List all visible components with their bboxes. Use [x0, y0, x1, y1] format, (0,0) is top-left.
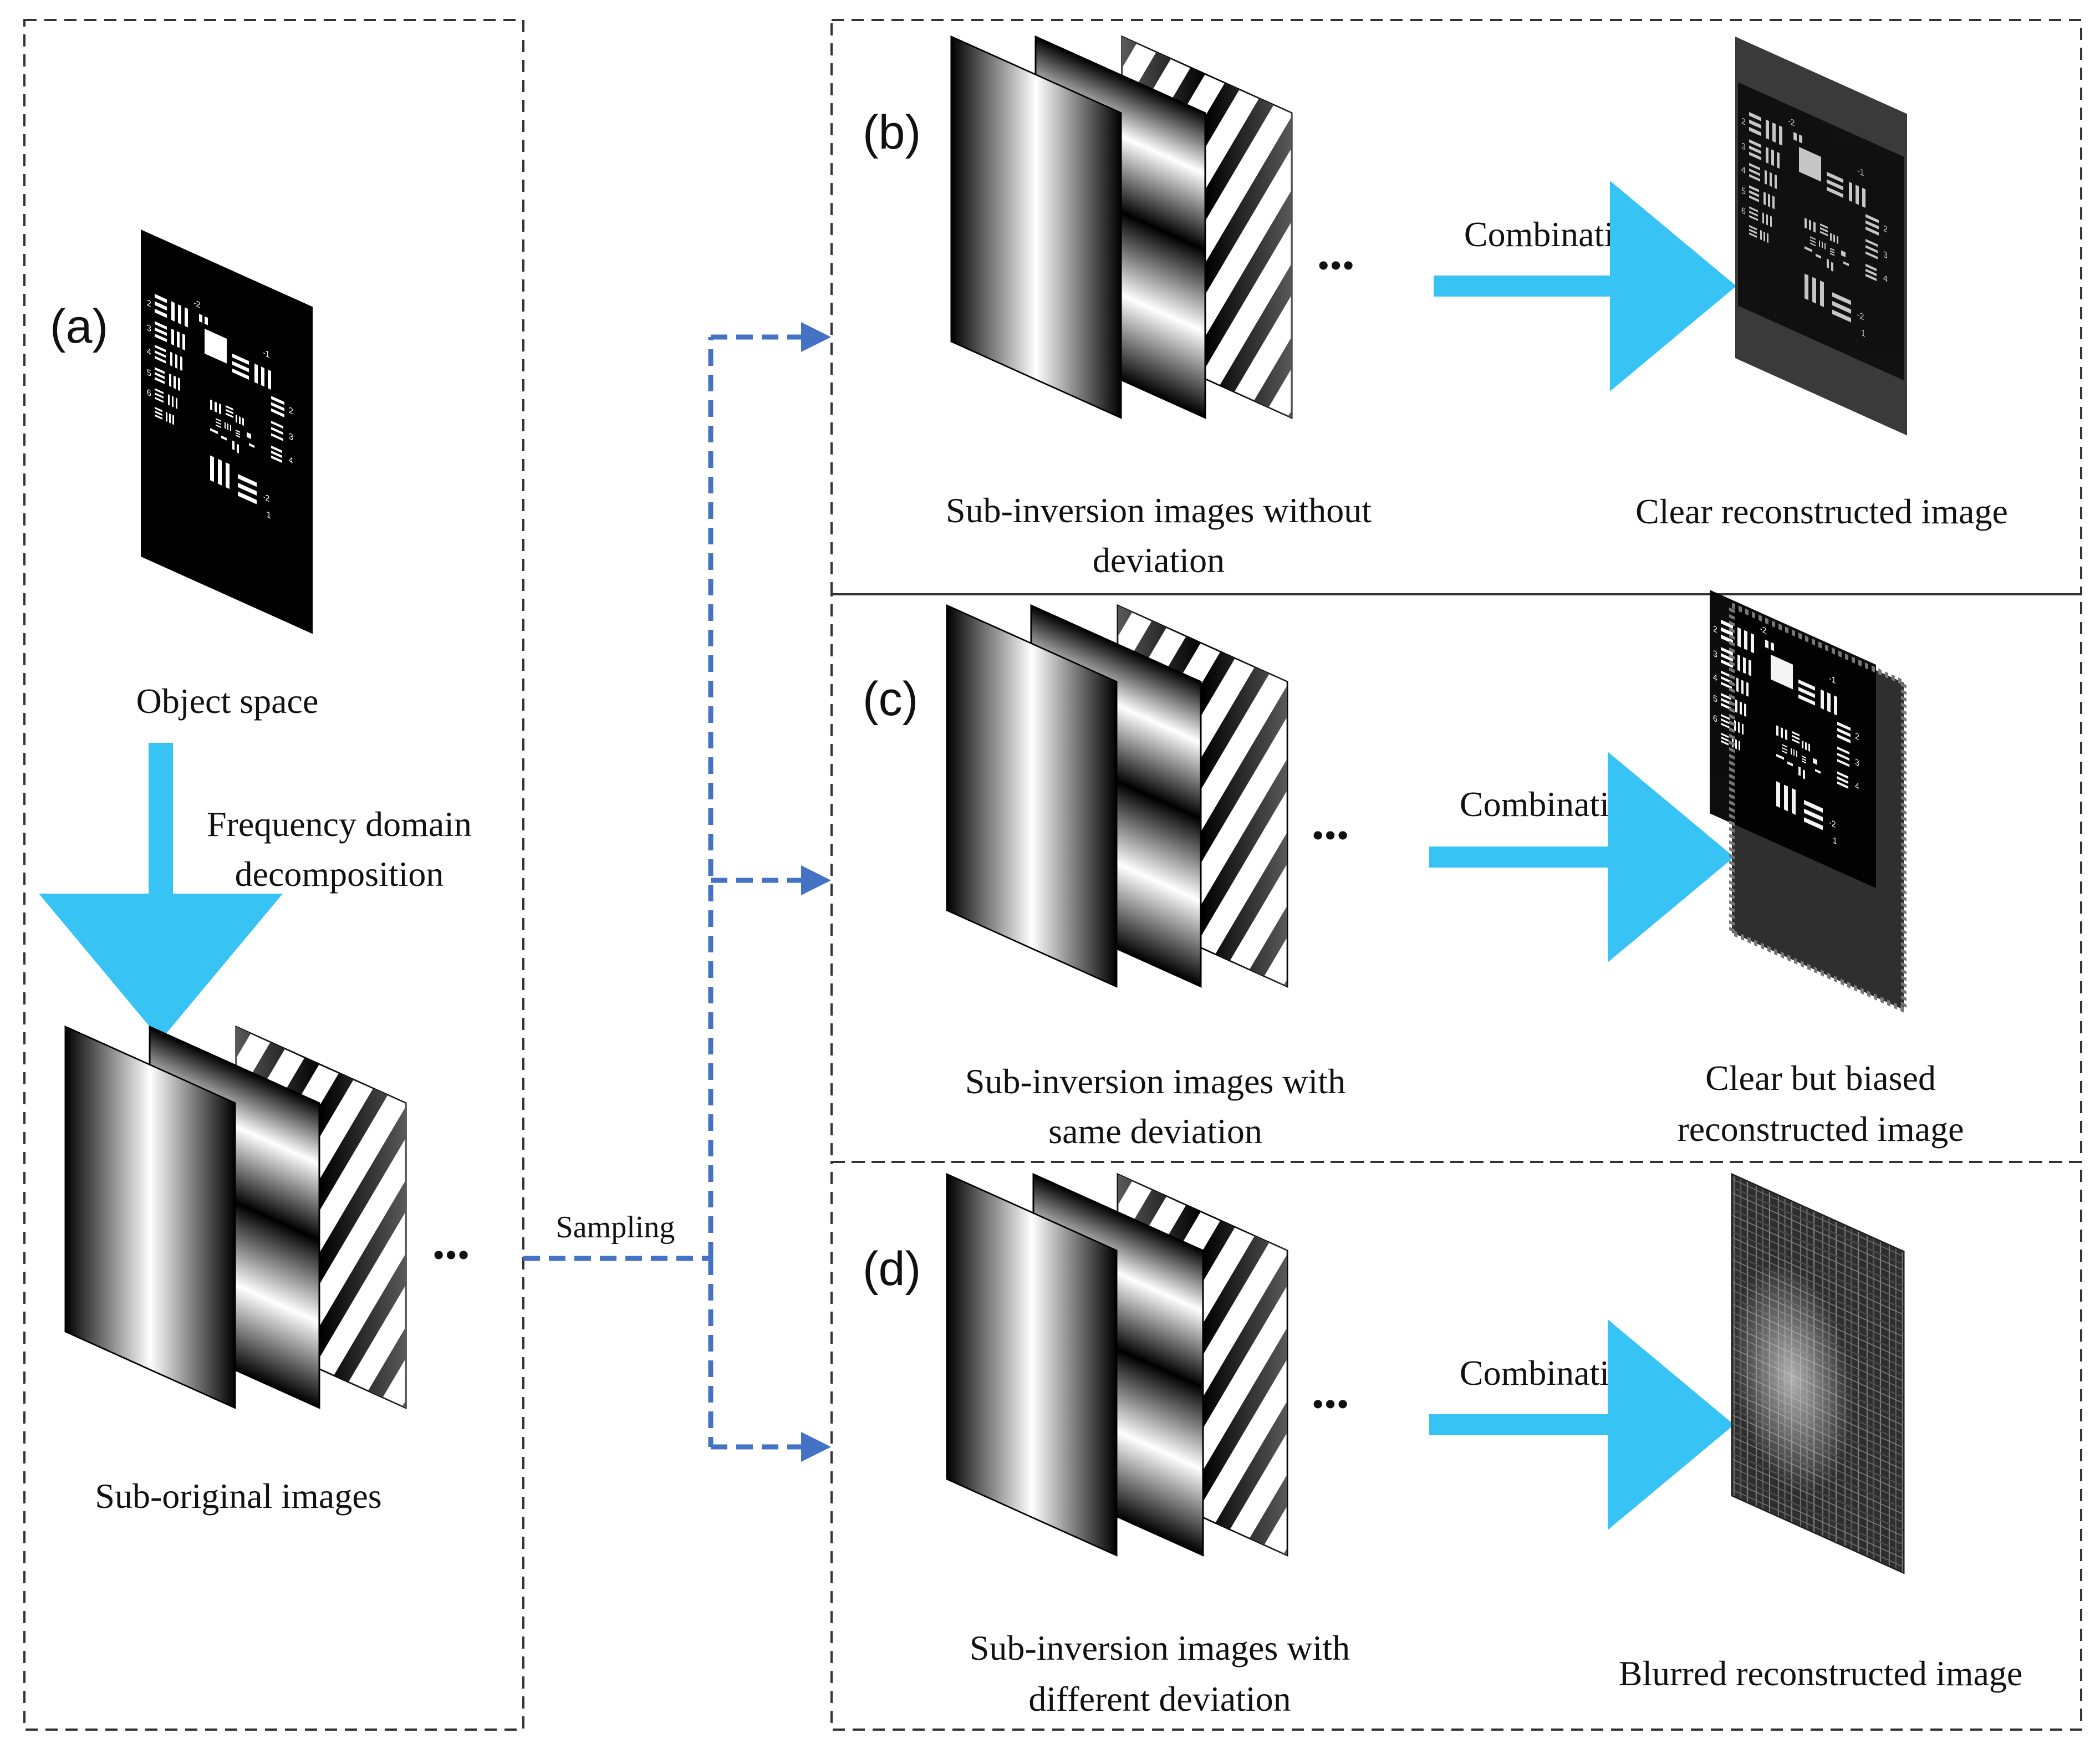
panel-b-label: (b): [863, 106, 921, 159]
panel-frames: [23, 19, 2082, 1731]
sampling-connectors: [523, 322, 831, 1462]
panel-c-stack: [946, 604, 1288, 988]
object-space-caption: Object space: [136, 681, 319, 721]
grating-low: [64, 1025, 236, 1409]
panel-d-stack: [946, 1172, 1288, 1557]
sampling-label: Sampling: [556, 1210, 675, 1245]
panel-c-stack-caption-line1: Sub-inversion images with: [965, 1062, 1345, 1101]
sub-original-caption: Sub-original images: [95, 1476, 381, 1516]
decomposition-label-line1: Frequency domain: [207, 804, 472, 844]
panel-d-stack-caption-line2: different deviation: [1028, 1679, 1291, 1719]
panel-b-result-caption: Clear reconstructed image: [1635, 492, 2008, 531]
panel-b-stack-caption-line2: deviation: [1093, 541, 1225, 580]
panel-b-stack-caption-line1: Sub-inversion images without: [946, 491, 1372, 530]
panel-b-stack: [950, 35, 1293, 419]
panel-c-combination-label: Combination: [1460, 784, 1645, 824]
frame-panel-b: [830, 19, 2082, 595]
clear-reconstructed-image: [1735, 37, 1907, 436]
biased-reconstructed-image: [1710, 590, 1907, 1014]
panel-b-ellipsis: •••: [1317, 246, 1354, 285]
object-space-image: [141, 230, 313, 634]
panel-d-label: (d): [863, 1242, 921, 1296]
sub-original-ellipsis: •••: [432, 1235, 470, 1274]
decomposition-label-line2: decomposition: [235, 854, 444, 894]
panel-c-ellipsis: •••: [1312, 815, 1349, 855]
frame-panel-a: [23, 19, 524, 1731]
panel-b-combination-label: Combination: [1464, 215, 1649, 254]
blurred-reconstructed-image: [1731, 1172, 1905, 1574]
panel-c-stack-caption-line2: same deviation: [1048, 1111, 1262, 1151]
panel-c-result-caption-line2: reconstructed image: [1677, 1109, 1964, 1149]
panel-c-label: (c): [863, 672, 918, 726]
panel-d-combination-label: Combination: [1460, 1353, 1645, 1393]
panel-c-stack-caption-line1-result: Clear but biased: [1705, 1058, 1936, 1098]
panel-d-stack-caption-line1: Sub-inversion images with: [970, 1628, 1350, 1668]
panel-a-label: (a): [50, 300, 108, 353]
panel-d-result-caption: Blurred reconstructed image: [1619, 1654, 2023, 1693]
frame-panel-d: [830, 1161, 2082, 1731]
panel-d-ellipsis: •••: [1312, 1384, 1349, 1424]
sub-original-stack: [64, 1025, 407, 1409]
